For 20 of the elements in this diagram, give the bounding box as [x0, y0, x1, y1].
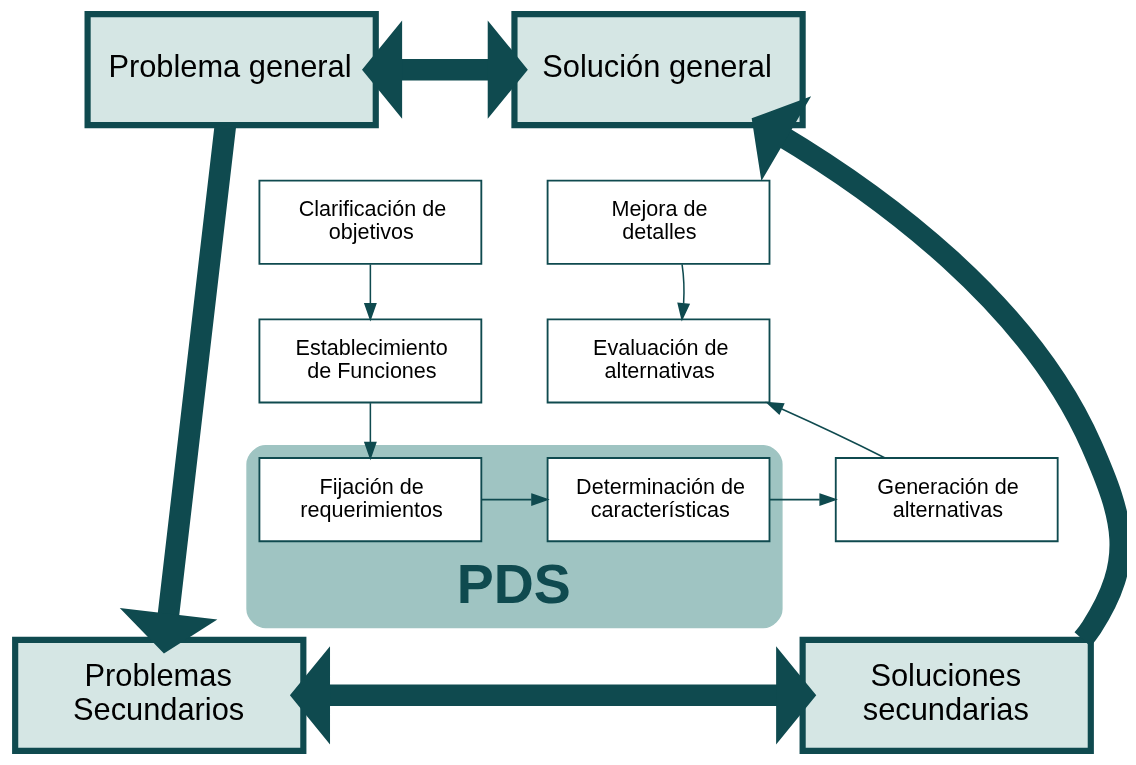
arrow [769, 493, 838, 507]
node-box: Establecimiento de Funciones [258, 318, 483, 404]
arrow [363, 263, 377, 322]
arrow [289, 646, 817, 745]
node-box: Generación de alternativas [834, 457, 1059, 543]
arrow [362, 20, 528, 119]
node-box: Problema general [84, 11, 379, 129]
arrow [481, 493, 550, 507]
node-box: Fijación de requerimientos [258, 457, 483, 543]
node-box: Problemas Secundarios [12, 636, 307, 754]
node-box: Mejora de detalles [546, 179, 771, 265]
node-box: Determinación de características [546, 457, 771, 543]
arrow [751, 96, 1127, 647]
node-box: Soluciones secundarias [799, 636, 1094, 754]
arrow [677, 263, 691, 322]
node-box: Evaluación de alternativas [546, 318, 771, 404]
arrow [765, 401, 886, 459]
arrow [363, 402, 377, 461]
node-box: Clarificación de objetivos [258, 179, 483, 265]
node-box: Solución general [511, 11, 806, 129]
